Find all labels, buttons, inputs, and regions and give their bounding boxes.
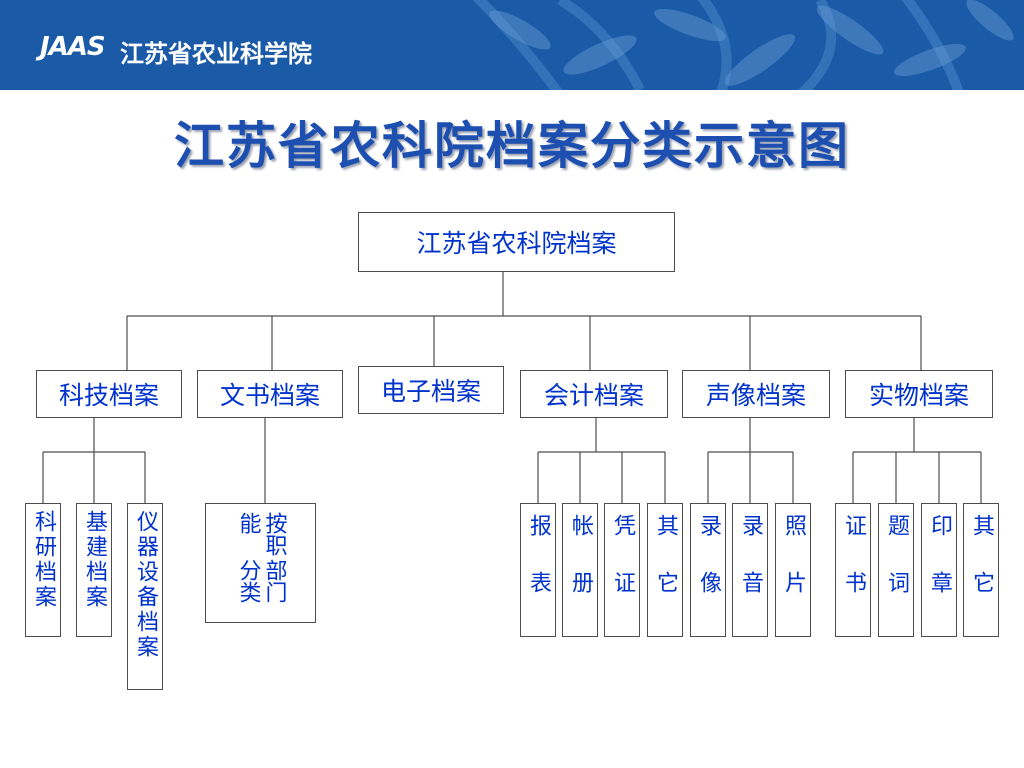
leaf-kuaiji-other: 其 它	[647, 503, 683, 637]
leaf-wenshu-line2: 部门分类	[235, 559, 287, 604]
category-kuaiji: 会计档案	[520, 370, 668, 418]
logo-mark: JAAS	[40, 32, 106, 62]
category-keji: 科技档案	[36, 370, 182, 418]
leaf-wenshu-classify: 按职能 部门分类	[205, 503, 316, 623]
leaf-jijian: 基建档案	[76, 503, 112, 637]
leaf-decoration	[472, 0, 1014, 90]
root-node: 江苏省农科院档案	[358, 212, 675, 272]
leaf-zhangce: 帐 册	[562, 503, 598, 637]
header-banner: JAAS 江苏省农业科学院	[0, 0, 1024, 90]
page-title: 江苏省农科院档案分类示意图	[174, 116, 850, 175]
logo-name: 江苏省农业科学院	[120, 40, 312, 68]
leaf-zhaopian: 照 片	[775, 503, 811, 637]
leaf-tici: 题 词	[878, 503, 914, 637]
category-wenshu: 文书档案	[197, 370, 343, 418]
leaf-yiqi: 仪器设备档案	[127, 503, 163, 690]
leaf-pingzheng: 凭 证	[604, 503, 640, 637]
category-shengxiang: 声像档案	[682, 370, 830, 418]
leaf-luyin: 录 音	[732, 503, 768, 637]
leaf-zhengshu: 证 书	[835, 503, 871, 637]
leaf-yinzhang: 印 章	[921, 503, 957, 637]
leaf-baobiao: 报 表	[520, 503, 556, 637]
category-dianzi: 电子档案	[358, 366, 504, 414]
leaf-luxiang: 录 像	[690, 503, 726, 637]
leaf-keyan: 科研档案	[25, 503, 61, 637]
leaf-shiwu-other: 其 它	[963, 503, 999, 637]
category-shiwu: 实物档案	[845, 370, 993, 418]
leaf-wenshu-line1: 按职能	[235, 512, 287, 556]
